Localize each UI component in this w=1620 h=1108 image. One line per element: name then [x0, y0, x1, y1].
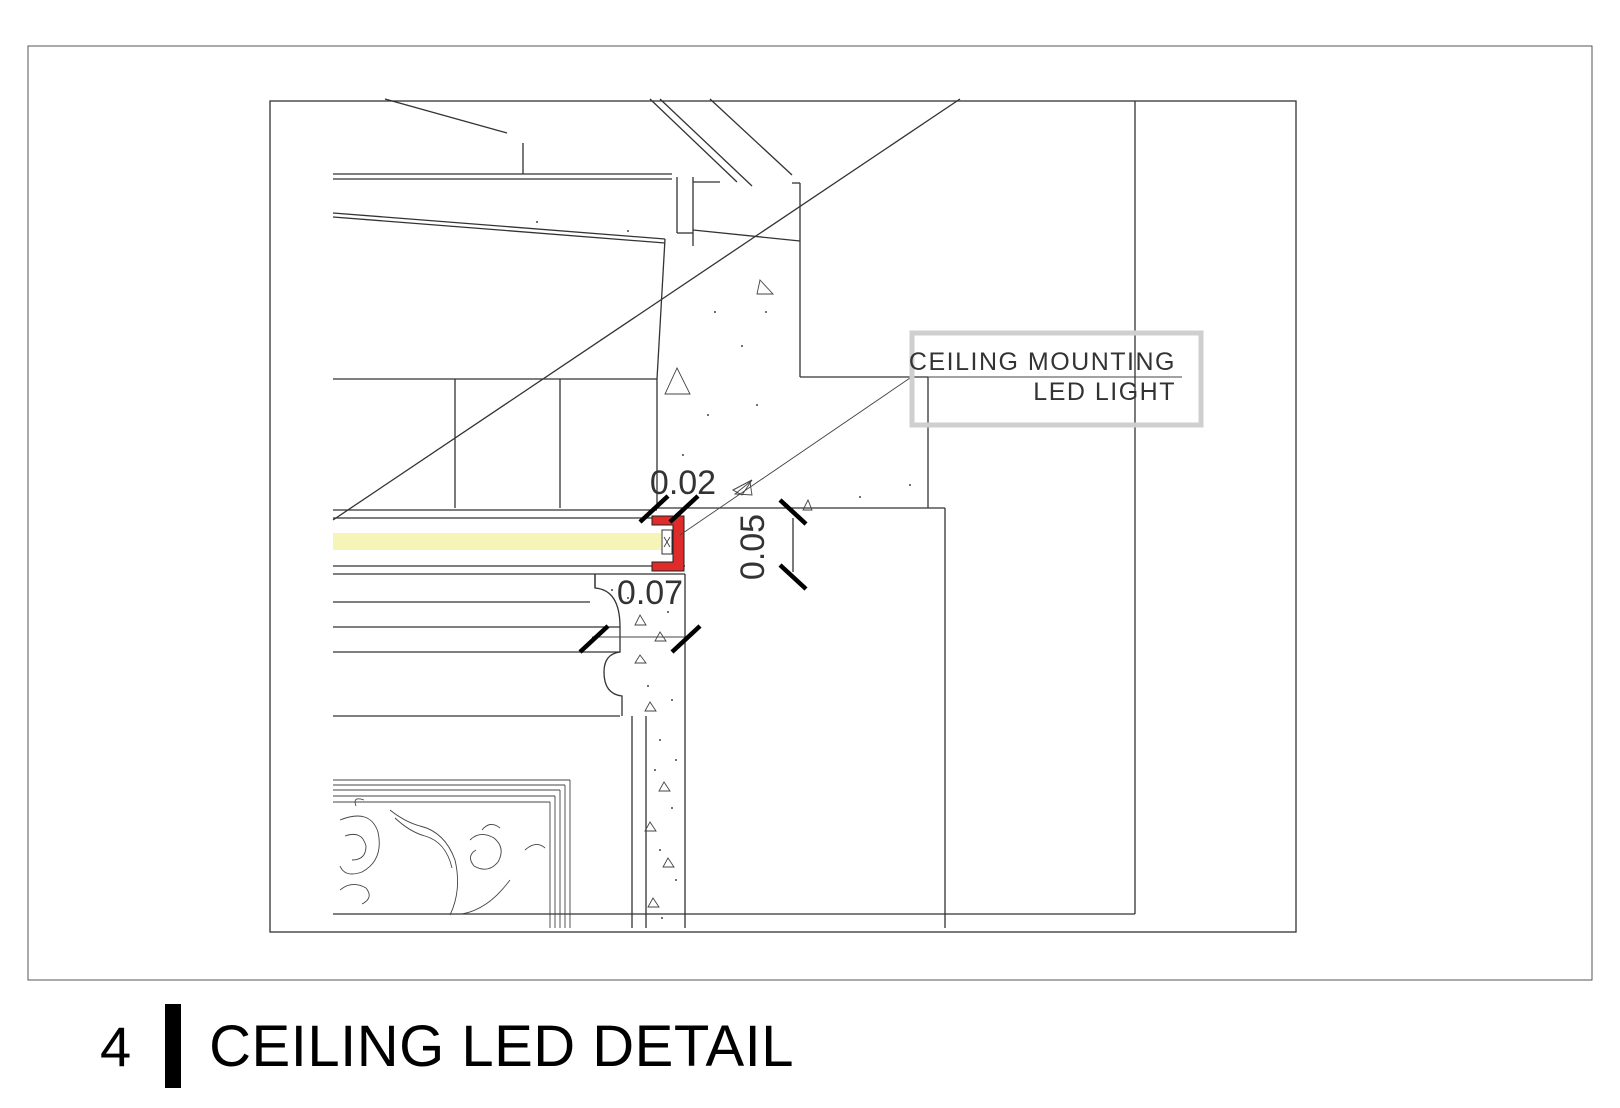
caption-divider-bar [165, 1004, 182, 1088]
detail-number: 4 [100, 1014, 132, 1078]
callout-line-1: CEILING MOUNTING [909, 348, 1176, 376]
detail-title: CEILING LED DETAIL [209, 1013, 795, 1079]
concrete-hatch [664, 279, 813, 511]
dimension-profile: 0.07 [578, 574, 702, 654]
led-channel-profile [651, 515, 685, 572]
detail-viewport-frame [269, 100, 1297, 933]
led-light-glow [333, 533, 661, 550]
dimension-gap-top: 0.02 [638, 464, 716, 524]
dimension-gap-top-label: 0.02 [650, 464, 716, 502]
callout-line-2: LED LIGHT [1033, 378, 1176, 406]
concrete-specks-upper [536, 221, 911, 498]
plaster-specks [634, 614, 675, 908]
ornament-scroll [339, 798, 546, 916]
detail-caption: 4 CEILING LED DETAIL [100, 998, 794, 1094]
sheet-border [27, 45, 1593, 981]
plaster-dots [611, 589, 677, 919]
dimension-depth: 0.05 [734, 498, 808, 591]
roof-structure [332, 98, 961, 521]
callout-box: CEILING MOUNTING LED LIGHT [909, 330, 1204, 428]
wall-reference-lines [333, 101, 1136, 928]
cornice-profile [333, 509, 686, 928]
dimension-depth-label: 0.05 [734, 514, 772, 580]
decorative-panel-frame [333, 779, 571, 928]
callout-leader [679, 377, 911, 536]
ceiling-joists [333, 378, 657, 508]
dimension-profile-label: 0.07 [617, 574, 683, 612]
